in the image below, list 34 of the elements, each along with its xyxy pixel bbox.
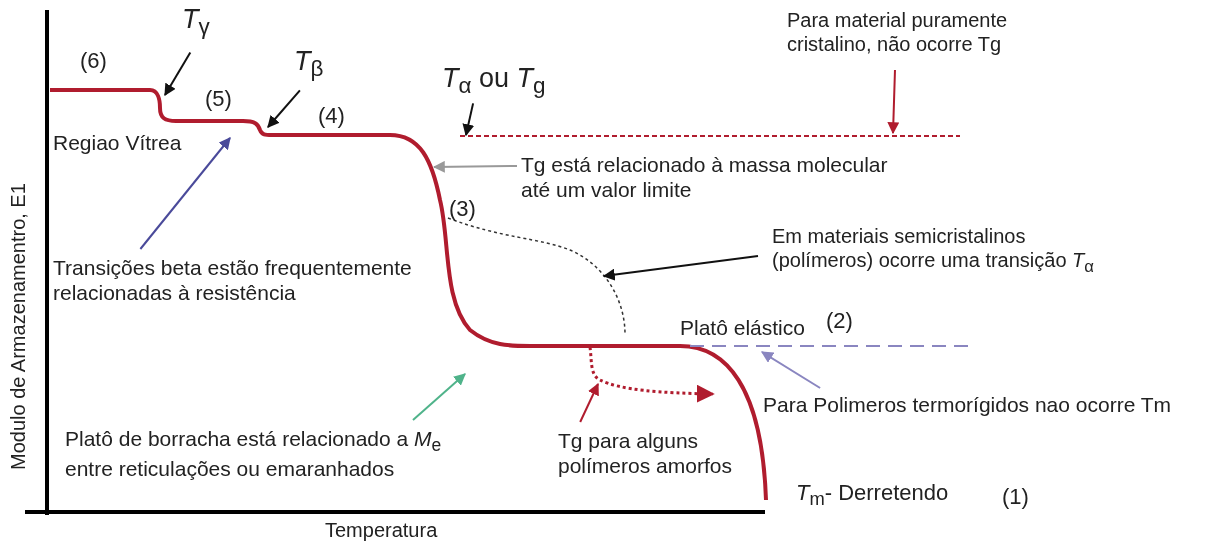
annotation-symbol: T$_{α}$ ou T$_{g}$ [442, 62, 546, 100]
arrow [267, 89, 301, 128]
arrow [579, 382, 599, 423]
dotted-curve-arrow [588, 346, 715, 403]
annotation-symbol: T$_{γ}$ [182, 3, 210, 41]
arrow [887, 69, 900, 135]
axis-title: Modulo de Armazenamentro, E1 [6, 183, 30, 470]
arrow [761, 351, 822, 389]
region-label: Regiao Vítrea [53, 130, 182, 156]
arrow [462, 102, 475, 137]
annotation-text: Transições beta estão frequentemente relacionadas à resistência [53, 255, 433, 306]
region-number: (3) [449, 196, 476, 223]
arrow [139, 137, 231, 250]
region-number: (5) [205, 86, 232, 113]
annotation-text: Para material puramente cristalino, não ocorre Tg [787, 8, 1027, 56]
annotation-text: Em materiais semicristalinos (polímeros) ocorre uma transição T$_{α}$ [772, 224, 1117, 277]
region-label: Platô elástico [680, 315, 805, 341]
annotation-symbol: T$_{β}$ [294, 45, 324, 83]
region-number: (6) [80, 48, 107, 75]
region-label: T$_{m}$- Derretendo [796, 480, 949, 511]
annotation-text: Para Polimeros termorígidos nao ocorre Tm [763, 392, 1172, 418]
annotation-text: Platô de borracha está relacionado a M$_{e}$ entre reticulações ou emaranhados [65, 426, 465, 482]
arrow [602, 255, 759, 281]
dashed-line [459, 135, 961, 137]
axis-title: Temperatura [325, 518, 438, 542]
arrow [164, 51, 192, 97]
region-number: (1) [1002, 484, 1029, 511]
annotation-text: Tg para alguns polímeros amorfos [558, 428, 743, 479]
region-number: (2) [826, 308, 853, 335]
dashed-line [689, 345, 969, 347]
arrow [412, 373, 466, 421]
region-number: (4) [318, 103, 345, 130]
arrow [432, 160, 518, 173]
annotation-text: Tg está relacionado à massa molecular até um valor limite [521, 152, 916, 203]
